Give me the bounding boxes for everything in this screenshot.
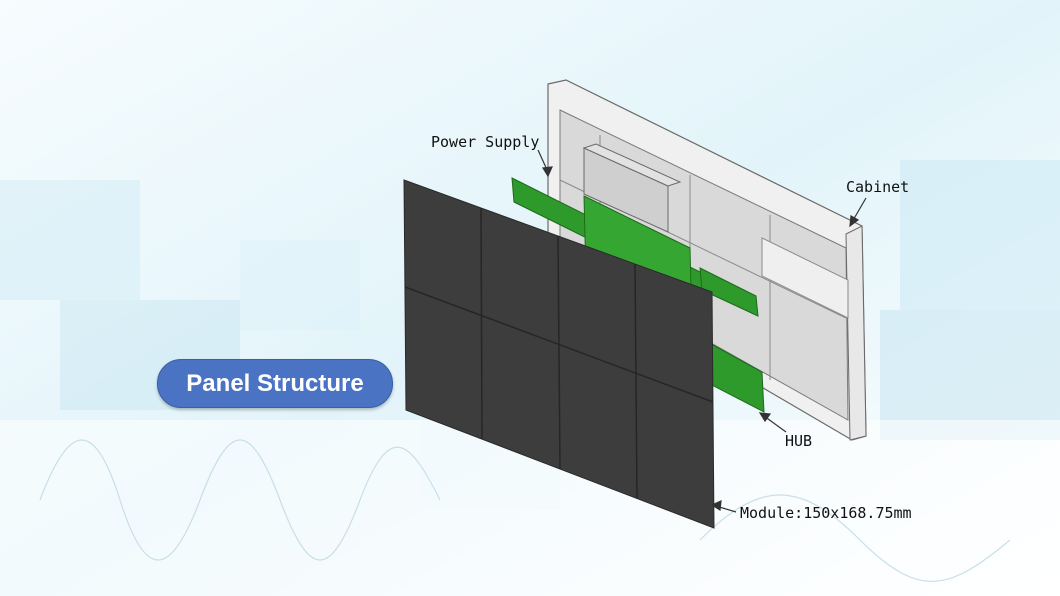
cabinet-label: Cabinet [846,178,910,196]
power-supply-label: Power Supply [431,133,540,151]
hub-label: HUB [785,432,813,450]
callout-arrows [537,149,867,513]
module-label: Module:150x168.75mm [740,504,912,522]
power-supply-unit [582,143,682,233]
led-module-panel [403,179,715,529]
panel-structure-badge: Panel Structure [157,359,393,408]
